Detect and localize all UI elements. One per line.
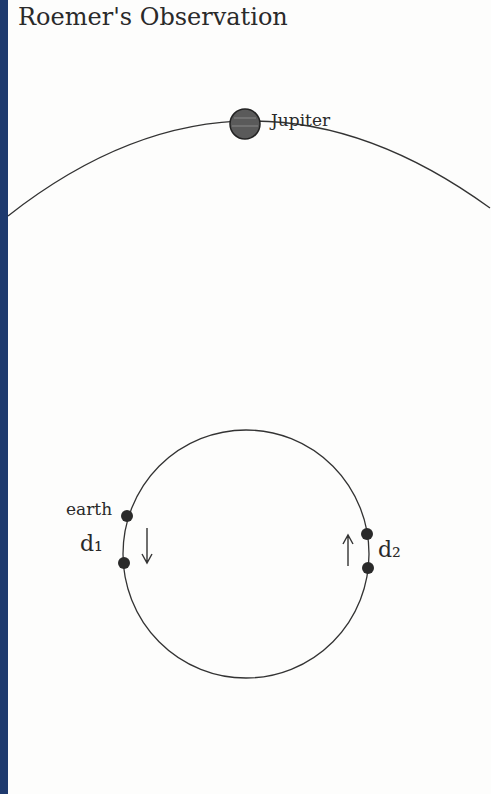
distance-label: d₂ [378,538,401,562]
earth-dot [118,557,130,569]
jupiter-band [234,118,256,119]
earth-dot [361,528,373,540]
diagram-title: Roemer's Observation [18,4,288,30]
jupiter-band [232,126,258,127]
motion-arrow [142,528,152,563]
earth-dot [362,562,374,574]
earth-dot [121,510,133,522]
earth-orbit [123,430,369,678]
motion-arrow [343,535,353,566]
distance-label: d₁ [80,532,103,556]
planet-label: Jupiter [271,111,330,130]
planet-label: earth [66,500,112,519]
jupiter-planet [230,109,260,139]
